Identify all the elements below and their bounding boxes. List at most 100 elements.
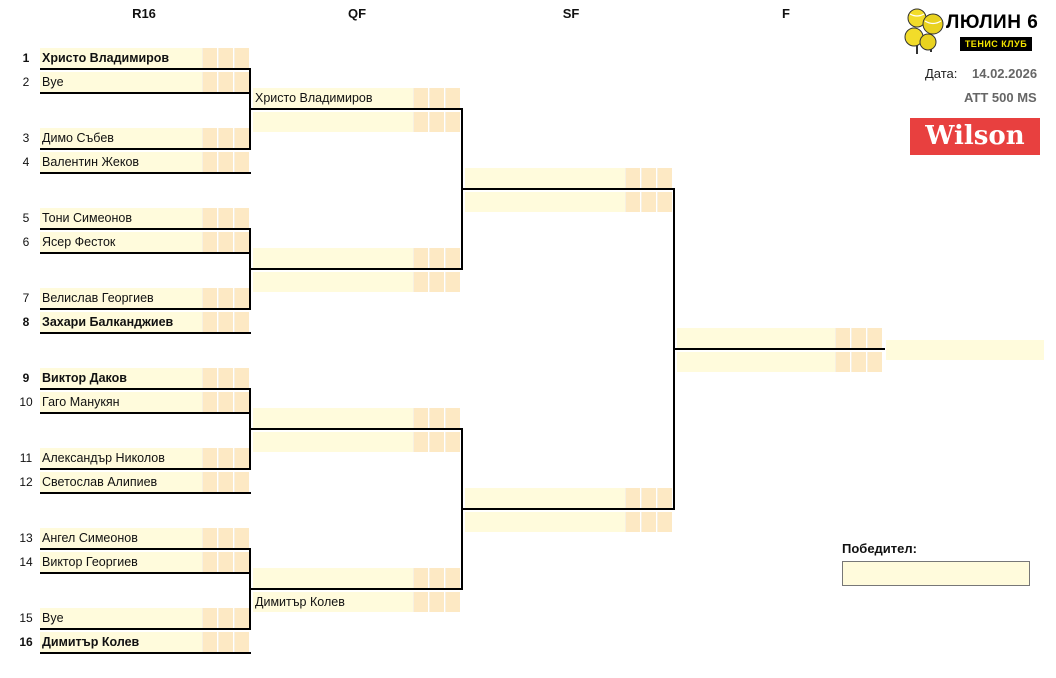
score-cell[interactable]: [413, 88, 428, 108]
score-cell[interactable]: [641, 512, 656, 532]
score-cell[interactable]: [234, 72, 249, 92]
score-cell[interactable]: [234, 368, 249, 388]
qf-slot[interactable]: [253, 568, 461, 588]
score-cell[interactable]: [657, 168, 672, 188]
score-cell[interactable]: [413, 432, 428, 452]
score-cell[interactable]: [445, 432, 460, 452]
score-cell[interactable]: [234, 528, 249, 548]
score-cell[interactable]: [413, 568, 428, 588]
score-cell[interactable]: [218, 232, 233, 252]
score-cell[interactable]: [429, 568, 444, 588]
score-cell[interactable]: [234, 448, 249, 468]
score-cell[interactable]: [202, 72, 217, 92]
r16-slot[interactable]: Димо Събев: [40, 128, 250, 148]
r16-slot[interactable]: Христо Владимиров: [40, 48, 250, 68]
score-cell[interactable]: [218, 288, 233, 308]
score-cell[interactable]: [234, 48, 249, 68]
score-cell[interactable]: [867, 328, 882, 348]
score-cell[interactable]: [851, 352, 866, 372]
r16-slot[interactable]: Светослав Алипиев: [40, 472, 250, 492]
score-cell[interactable]: [218, 208, 233, 228]
score-cell[interactable]: [202, 632, 217, 652]
r16-slot[interactable]: Bye: [40, 72, 250, 92]
r16-slot[interactable]: Виктор Георгиев: [40, 552, 250, 572]
score-cell[interactable]: [641, 488, 656, 508]
score-cell[interactable]: [429, 248, 444, 268]
score-cell[interactable]: [218, 528, 233, 548]
score-cell[interactable]: [234, 632, 249, 652]
score-cell[interactable]: [625, 192, 640, 212]
r16-slot[interactable]: Тони Симеонов: [40, 208, 250, 228]
score-cell[interactable]: [234, 608, 249, 628]
qf-slot[interactable]: [253, 432, 461, 452]
score-cell[interactable]: [429, 272, 444, 292]
score-cell[interactable]: [657, 512, 672, 532]
score-cell[interactable]: [218, 312, 233, 332]
score-cell[interactable]: [234, 152, 249, 172]
score-cell[interactable]: [413, 592, 428, 612]
score-cell[interactable]: [218, 368, 233, 388]
score-cell[interactable]: [851, 328, 866, 348]
score-cell[interactable]: [413, 408, 428, 428]
r16-slot[interactable]: Ангел Симеонов: [40, 528, 250, 548]
score-cell[interactable]: [234, 128, 249, 148]
score-cell[interactable]: [202, 208, 217, 228]
sf-slot[interactable]: [465, 168, 673, 188]
score-cell[interactable]: [234, 392, 249, 412]
qf-slot[interactable]: Димитър Колев: [253, 592, 461, 612]
score-cell[interactable]: [445, 408, 460, 428]
score-cell[interactable]: [867, 352, 882, 372]
score-cell[interactable]: [234, 208, 249, 228]
score-cell[interactable]: [445, 272, 460, 292]
score-cell[interactable]: [429, 592, 444, 612]
final-slot[interactable]: [677, 328, 883, 348]
score-cell[interactable]: [202, 232, 217, 252]
score-cell[interactable]: [202, 368, 217, 388]
score-cell[interactable]: [835, 352, 850, 372]
score-cell[interactable]: [445, 88, 460, 108]
score-cell[interactable]: [202, 312, 217, 332]
score-cell[interactable]: [234, 312, 249, 332]
sf-slot[interactable]: [465, 192, 673, 212]
qf-slot[interactable]: [253, 408, 461, 428]
score-cell[interactable]: [202, 48, 217, 68]
r16-slot[interactable]: Виктор Даков: [40, 368, 250, 388]
score-cell[interactable]: [625, 168, 640, 188]
r16-slot[interactable]: Димитър Колев: [40, 632, 250, 652]
qf-slot[interactable]: [253, 272, 461, 292]
qf-slot[interactable]: [253, 112, 461, 132]
qf-slot[interactable]: Христо Владимиров: [253, 88, 461, 108]
score-cell[interactable]: [657, 192, 672, 212]
score-cell[interactable]: [218, 152, 233, 172]
r16-slot[interactable]: Александър Николов: [40, 448, 250, 468]
sf-slot[interactable]: [465, 512, 673, 532]
r16-slot[interactable]: Гаго Манукян: [40, 392, 250, 412]
score-cell[interactable]: [429, 408, 444, 428]
score-cell[interactable]: [218, 48, 233, 68]
score-cell[interactable]: [218, 552, 233, 572]
score-cell[interactable]: [218, 472, 233, 492]
r16-slot[interactable]: Велислав Георгиев: [40, 288, 250, 308]
score-cell[interactable]: [429, 432, 444, 452]
score-cell[interactable]: [413, 272, 428, 292]
score-cell[interactable]: [234, 232, 249, 252]
final-slot[interactable]: [677, 352, 883, 372]
score-cell[interactable]: [218, 608, 233, 628]
score-cell[interactable]: [202, 392, 217, 412]
score-cell[interactable]: [657, 488, 672, 508]
score-cell[interactable]: [202, 528, 217, 548]
score-cell[interactable]: [218, 392, 233, 412]
score-cell[interactable]: [445, 112, 460, 132]
score-cell[interactable]: [202, 552, 217, 572]
winner-field[interactable]: [842, 561, 1030, 586]
score-cell[interactable]: [218, 128, 233, 148]
qf-slot[interactable]: [253, 248, 461, 268]
score-cell[interactable]: [218, 72, 233, 92]
r16-slot[interactable]: Ясер Фесток: [40, 232, 250, 252]
score-cell[interactable]: [234, 552, 249, 572]
score-cell[interactable]: [202, 448, 217, 468]
score-cell[interactable]: [445, 592, 460, 612]
score-cell[interactable]: [234, 288, 249, 308]
score-cell[interactable]: [413, 248, 428, 268]
score-cell[interactable]: [625, 512, 640, 532]
